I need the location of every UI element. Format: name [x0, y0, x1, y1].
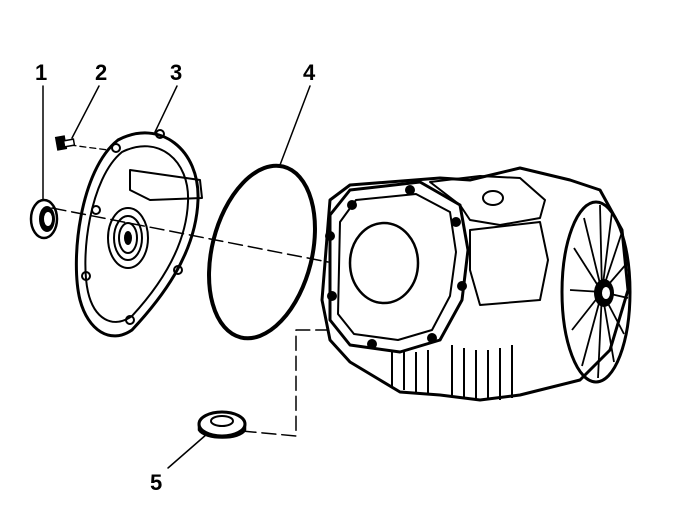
callout-4: 4 — [279, 60, 316, 166]
housing-bolt — [405, 185, 415, 195]
cover-bolt-boss — [173, 265, 183, 275]
housing-rear-flange — [560, 200, 632, 384]
seal-bore — [44, 212, 52, 226]
differential-housing — [320, 166, 632, 402]
housing-bolt — [451, 217, 461, 227]
cover-bolt-boss — [81, 271, 91, 281]
o-ring-part-4 — [207, 163, 317, 341]
callout-1: 1 — [35, 60, 47, 201]
cover-hub-ring-3 — [118, 222, 138, 254]
leader-line-4 — [279, 85, 311, 166]
housing-flange-inner — [337, 193, 457, 341]
callout-number-1: 1 — [35, 60, 47, 85]
housing-bolt — [427, 333, 437, 343]
housing-bolt — [367, 339, 377, 349]
housing-bore — [348, 221, 420, 305]
seal-axis-dashed-line — [241, 329, 328, 437]
callout-number-4: 4 — [303, 60, 316, 85]
washer-edge — [197, 422, 247, 439]
housing-bolt — [325, 231, 335, 241]
callout-3: 3 — [154, 60, 182, 133]
bolt-shank — [62, 138, 76, 148]
housing-output-bore — [602, 287, 610, 299]
cover-hub-center — [124, 231, 132, 245]
callout-number-2: 2 — [95, 60, 107, 85]
housing-side-casting — [469, 221, 549, 306]
callout-5: 5 — [150, 433, 208, 495]
cover-hub — [107, 207, 149, 269]
leader-line-3 — [154, 85, 178, 133]
cover-part-3 — [74, 129, 203, 338]
leader-line-5 — [167, 433, 208, 469]
seal-part-1 — [29, 198, 59, 240]
housing-bolt — [327, 291, 337, 301]
callout-number-3: 3 — [170, 60, 182, 85]
cover-bolt-boss — [91, 205, 101, 215]
bolt-part-2 — [54, 135, 76, 151]
housing-top-casting — [429, 175, 546, 226]
cover-bolt-boss — [111, 143, 121, 153]
cover-hub-ring-2 — [113, 215, 143, 261]
callout-2: 2 — [71, 60, 107, 139]
seal-outer-ring — [29, 198, 59, 240]
cover-bolt-boss — [155, 129, 165, 139]
bolt-axis-dashed-line — [69, 144, 109, 151]
washer-bore — [210, 415, 234, 427]
housing-bolt — [347, 200, 357, 210]
cover-bracket — [129, 169, 203, 201]
o-ring — [207, 163, 317, 341]
housing-vent-port — [482, 190, 504, 206]
leader-line-2 — [71, 85, 100, 139]
main-axis-dashed-line — [51, 207, 329, 263]
assembly-axis-lines — [51, 144, 329, 437]
cover-bolt-boss — [125, 315, 135, 325]
housing-bolt — [457, 281, 467, 291]
housing-front-flange — [328, 180, 470, 354]
cover-outer-flange — [74, 131, 200, 338]
callout-number-5: 5 — [150, 470, 162, 495]
seal-part-5 — [197, 410, 247, 439]
housing-fins — [391, 345, 513, 400]
